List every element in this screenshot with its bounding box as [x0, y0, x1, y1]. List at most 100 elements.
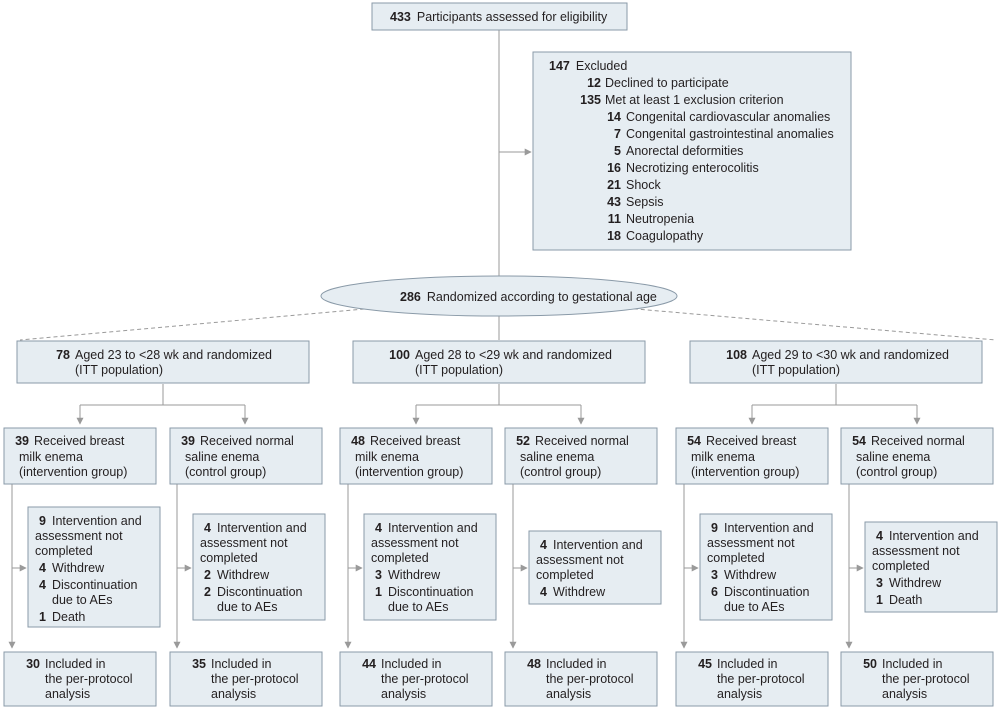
stratum-population-label: (ITT population) [752, 363, 840, 377]
dropout-count: 4 [375, 521, 382, 535]
stratum-label: Aged 29 to <30 wk and randomized [752, 348, 949, 362]
criterion-label: Necrotizing enterocolitis [626, 161, 759, 175]
criterion-count: 16 [607, 161, 621, 175]
excluded-count: 147 [549, 59, 570, 73]
dropout-reason-count: 2 [204, 585, 211, 599]
analysis-label: the per-protocol [211, 672, 299, 686]
dropout-reason-count: 4 [540, 585, 547, 599]
analysis-label: the per-protocol [882, 672, 970, 686]
randomized-left-dashed-line [19, 303, 421, 341]
stratum-count: 108 [726, 348, 747, 362]
dropout-count: 4 [876, 529, 883, 543]
analysis-count: 50 [863, 657, 877, 671]
analysis-count: 30 [26, 657, 40, 671]
criterion-count: 5 [614, 144, 621, 158]
criterion-count: 7 [614, 127, 621, 141]
stratum-count: 100 [389, 348, 410, 362]
criterion-count: 18 [607, 229, 621, 243]
analysis-label: the per-protocol [45, 672, 133, 686]
dropout-reason-count: 1 [375, 585, 382, 599]
arm-flow-lines [8, 484, 864, 649]
dropout-reason-label: Death [52, 610, 85, 624]
dropout-label: Intervention and [217, 521, 307, 535]
arm-count: 54 [687, 434, 701, 448]
analysis-count: 45 [698, 657, 712, 671]
dropout-reason-label: Withdrew [553, 585, 606, 599]
arm-group-label: (control group) [520, 465, 601, 479]
dropout-label: Intervention and [889, 529, 979, 543]
dropout-label: Intervention and [388, 521, 478, 535]
randomized-count: 286 [400, 290, 421, 304]
dropout-reason-count: 6 [711, 585, 718, 599]
dropout-label: assessment not [35, 529, 123, 543]
arm-label: saline enema [520, 450, 594, 464]
analysis-label: analysis [546, 687, 591, 701]
dropout-reason-count: 4 [39, 578, 46, 592]
criterion-label: Congenital cardiovascular anomalies [626, 110, 830, 124]
analysis-label: the per-protocol [381, 672, 469, 686]
dropout-count: 9 [711, 521, 718, 535]
analysis-label: Included in [717, 657, 778, 671]
dropout-reason-count: 4 [39, 561, 46, 575]
arm-label: Received normal [535, 434, 629, 448]
criterion-label: Shock [626, 178, 661, 192]
declined-count: 12 [587, 76, 601, 90]
analysis-label: the per-protocol [546, 672, 634, 686]
stratum-label: Aged 23 to <28 wk and randomized [75, 348, 272, 362]
criterion-label: Congenital gastrointestinal anomalies [626, 127, 834, 141]
arm-group-label: (control group) [856, 465, 937, 479]
dropout-reason-count: 2 [204, 568, 211, 582]
dropout-reason-label: Discontinuation [724, 585, 810, 599]
stratum-split-3 [748, 384, 921, 425]
dropout-label: completed [536, 568, 594, 582]
dropout-reason-label: due to AEs [52, 593, 112, 607]
dropout-label: assessment not [371, 536, 459, 550]
dropout-reason-label: Discontinuation [52, 578, 138, 592]
arm-label: Received breast [370, 434, 461, 448]
analysis-label: analysis [882, 687, 927, 701]
analysis-count: 48 [527, 657, 541, 671]
dropout-reason-label: Discontinuation [217, 585, 303, 599]
arm-count: 39 [181, 434, 195, 448]
dropout-reason-label: due to AEs [724, 600, 784, 614]
arm-group-label: (intervention group) [691, 465, 799, 479]
criterion-label: Anorectal deformities [626, 144, 743, 158]
stratum-box: 108 Aged 29 to <30 wk and randomized(ITT … [689, 340, 983, 384]
analysis-label: Included in [546, 657, 607, 671]
stratum-split-2 [412, 384, 585, 425]
dropout-label: assessment not [707, 536, 795, 550]
arm-label: Received breast [706, 434, 797, 448]
dropout-label: completed [371, 551, 429, 565]
criterion-count: 21 [607, 178, 621, 192]
dropout-reason-count: 1 [39, 610, 46, 624]
analysis-label: Included in [211, 657, 272, 671]
dropout-count: 4 [540, 538, 547, 552]
dropout-label: completed [872, 559, 930, 573]
randomized-right-dashed-line [577, 303, 997, 341]
dropout-label: Intervention and [52, 514, 142, 528]
dropout-label: assessment not [200, 536, 288, 550]
dropout-reason-label: Withdrew [889, 576, 942, 590]
dropout-reason-label: Withdrew [724, 568, 777, 582]
dropout-reason-label: Discontinuation [388, 585, 474, 599]
dropout-count: 9 [39, 514, 46, 528]
